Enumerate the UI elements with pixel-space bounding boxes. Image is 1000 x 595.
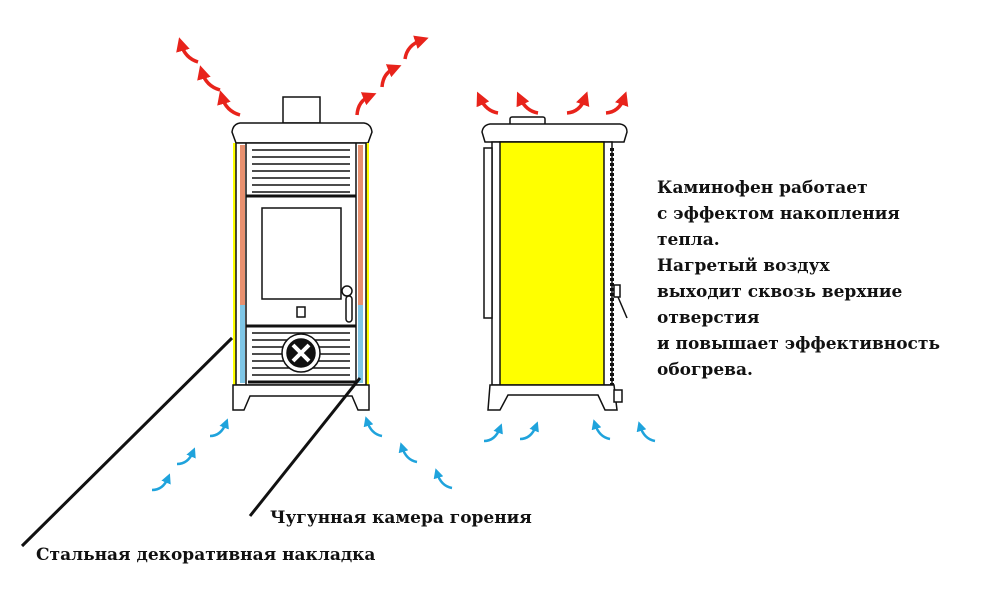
hot-air-arrow-icon xyxy=(197,65,221,92)
cold-air-arrow-icon xyxy=(483,423,503,443)
hot-air-arrow-icon xyxy=(516,91,539,115)
description-line: с эффектом накопления xyxy=(657,204,900,224)
steel-panel-leader-line xyxy=(20,336,234,548)
hot-air-arrows xyxy=(176,35,629,117)
stove-front-view xyxy=(231,96,373,411)
description-line: тепла. xyxy=(657,230,720,250)
description-text: Каминофен работает с эффектом накопления… xyxy=(657,175,940,383)
logo-badge xyxy=(296,306,306,318)
cold-air-arrow-icon xyxy=(209,418,229,438)
hot-air-arrow-icon xyxy=(566,91,590,115)
steel-side-panel xyxy=(499,141,605,386)
cold-air-arrow-icon xyxy=(151,473,171,492)
steel-panel-label: Стальная декоративная накладка xyxy=(36,545,376,565)
stove-side-view xyxy=(481,116,628,411)
cold-air-arrow-icon xyxy=(398,442,418,464)
hot-air-arrow-icon xyxy=(476,91,499,115)
chamber-leader-line xyxy=(248,377,362,517)
upper-grille xyxy=(252,149,350,193)
description-line: Нагретый воздух xyxy=(657,256,830,276)
cold-air-arrow-icon xyxy=(636,421,656,443)
description-line: и повышает эффективность xyxy=(657,334,940,354)
chimney-pipe xyxy=(282,96,321,124)
cast-iron-chamber-label: Чугунная камера горения xyxy=(270,508,532,528)
hot-air-arrow-icon xyxy=(217,90,241,117)
cold-air-arrow-icon xyxy=(519,421,539,441)
description-line: отверстия xyxy=(657,308,760,328)
description-line: Каминофен работает xyxy=(657,178,868,198)
hot-air-arrow-icon xyxy=(403,35,429,60)
cold-air-arrows xyxy=(151,416,656,492)
door-glass xyxy=(261,207,342,300)
hot-air-arrow-icon xyxy=(605,91,629,115)
description-line: обогрева. xyxy=(657,360,753,380)
top-cap xyxy=(231,122,373,144)
stove-base xyxy=(232,384,370,411)
cold-air-arrow-icon xyxy=(591,419,611,441)
hot-air-arrow-icon xyxy=(355,92,377,116)
hot-air-arrow-icon xyxy=(176,37,199,64)
cold-air-arrow-icon xyxy=(363,416,383,438)
cold-air-arrow-icon xyxy=(433,468,453,490)
hot-air-arrow-icon xyxy=(380,64,402,88)
description-line: выходит сквозь верхние xyxy=(657,282,903,302)
cold-air-arrow-icon xyxy=(176,447,196,466)
